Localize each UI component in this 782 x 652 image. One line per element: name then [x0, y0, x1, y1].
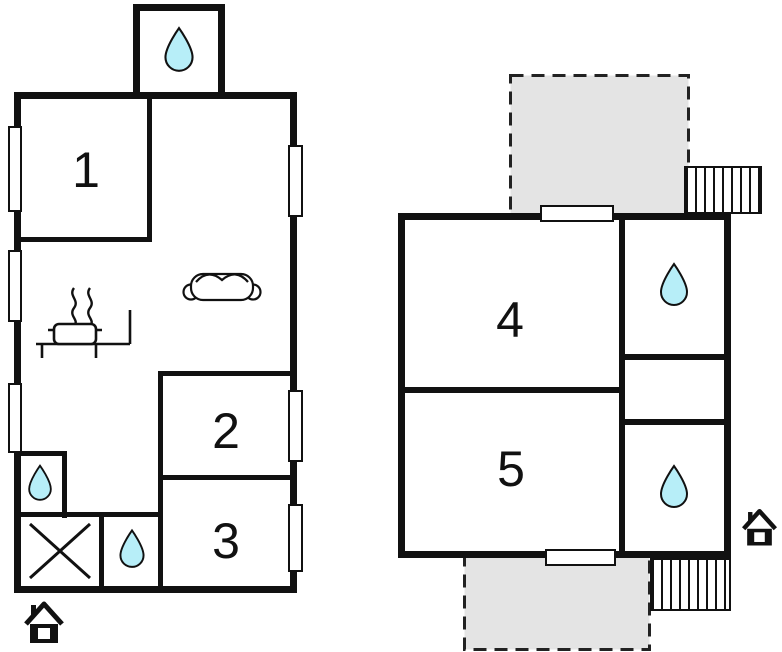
wall	[158, 371, 290, 376]
water-drop-icon	[28, 464, 52, 501]
room-label-5: 5	[497, 441, 525, 497]
window	[8, 383, 22, 453]
wall	[21, 512, 158, 517]
stairs-icon	[684, 166, 762, 214]
room-label-1: 1	[72, 142, 100, 198]
water-drop-icon	[659, 262, 689, 306]
room-label-3: 3	[212, 513, 240, 569]
terrace-top	[509, 74, 690, 218]
wall	[21, 237, 152, 242]
entrance-house-icon	[24, 601, 64, 643]
entrance-house-icon	[742, 508, 777, 546]
wall	[163, 475, 290, 480]
window	[8, 126, 22, 212]
wall	[147, 99, 152, 242]
stove-icon	[36, 287, 132, 358]
door-opening	[540, 205, 614, 222]
window	[8, 250, 22, 322]
terrace-bottom	[463, 555, 651, 651]
water-drop-icon	[659, 464, 689, 508]
water-drop-icon	[164, 26, 194, 72]
room-label-4: 4	[496, 292, 524, 348]
sofa-icon	[182, 272, 262, 302]
wall	[62, 451, 67, 518]
door-opening	[545, 549, 616, 566]
wall	[99, 512, 104, 586]
shower-cross-icon	[28, 522, 92, 580]
wall	[158, 371, 163, 586]
wall	[625, 354, 724, 360]
wall	[619, 220, 625, 551]
window	[288, 390, 303, 462]
wall	[21, 451, 67, 456]
window	[288, 504, 303, 572]
room-label-2: 2	[212, 403, 240, 459]
wall	[405, 387, 619, 393]
stairs-icon	[650, 558, 731, 611]
window	[288, 145, 303, 217]
wall	[625, 419, 724, 425]
water-drop-icon	[119, 528, 145, 568]
